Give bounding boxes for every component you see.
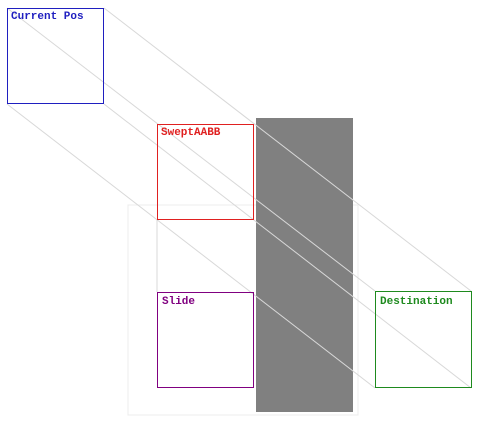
- slide-label: Slide: [162, 296, 195, 308]
- trajectory-lines: [6, 7, 472, 389]
- slide-box: [157, 292, 254, 388]
- destination-label: Destination: [380, 296, 453, 308]
- obstacle-block: [256, 118, 353, 412]
- trajectory-line-bottom-right: [103, 103, 472, 389]
- faint-guide-region: [127, 204, 359, 416]
- destination-box: [375, 291, 472, 388]
- current-pos-label: Current Pos: [11, 11, 84, 23]
- swept-aabb-box: [157, 124, 254, 220]
- trajectory-line-bottom-left: [6, 103, 376, 389]
- current-pos-box: [7, 8, 104, 104]
- swept-aabb-label: SweptAABB: [161, 127, 221, 139]
- trajectory-line-top-right: [103, 7, 472, 292]
- trajectory-line-top-left: [6, 7, 376, 292]
